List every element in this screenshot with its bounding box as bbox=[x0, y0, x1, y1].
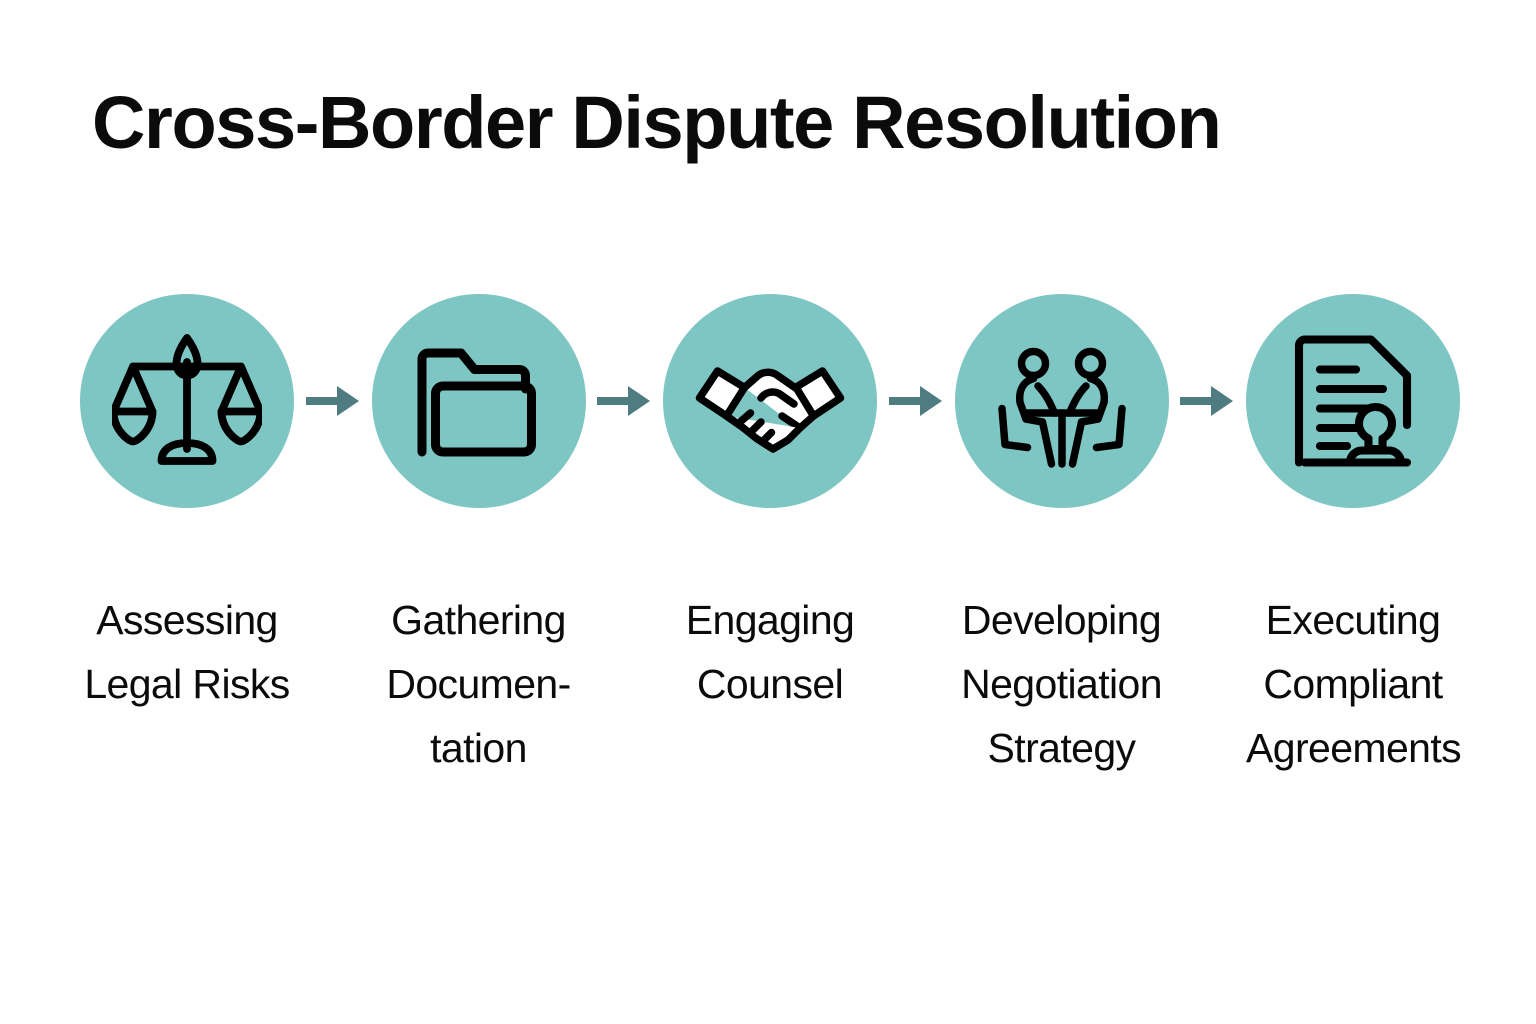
arrow-right-icon bbox=[597, 386, 651, 416]
arrow-right-icon bbox=[305, 386, 359, 416]
process-step-4-label: Developing Negotiation Strategy bbox=[961, 597, 1162, 771]
arrow-right-icon bbox=[888, 386, 942, 416]
folder-icon bbox=[417, 348, 536, 457]
flow-arrow-1 bbox=[304, 381, 362, 421]
flow-arrow-2 bbox=[595, 381, 653, 421]
flow-arrow-3 bbox=[887, 381, 945, 421]
process-step-3-label: Engaging Counsel bbox=[685, 597, 855, 707]
process-step-2-circle[interactable] bbox=[371, 294, 586, 508]
page-title: Cross-Border Dispute Resolution bbox=[92, 81, 1222, 164]
process-step-3-circle[interactable] bbox=[663, 294, 877, 508]
scales-of-justice-icon bbox=[112, 334, 262, 465]
flow-arrow-4 bbox=[1178, 381, 1236, 421]
process-step-1-label: Assessing Legal Risks bbox=[84, 597, 290, 707]
process-step-2-label: Gathering Documen- tation bbox=[386, 597, 571, 771]
process-step-5-label: Executing Compliant Agreements bbox=[1246, 597, 1462, 771]
process-labels: Assessing Legal Risks Gathering Documen-… bbox=[80, 588, 1462, 780]
process-step-4-circle[interactable] bbox=[954, 294, 1169, 508]
arrow-right-icon bbox=[1180, 386, 1234, 416]
people-at-table-icon bbox=[997, 347, 1126, 468]
process-step-5-circle[interactable] bbox=[1246, 294, 1460, 508]
process-flow bbox=[80, 292, 1460, 510]
process-step-1-circle[interactable] bbox=[80, 294, 294, 508]
document-with-seal-icon bbox=[1294, 335, 1412, 467]
handshake-icon bbox=[695, 367, 845, 453]
